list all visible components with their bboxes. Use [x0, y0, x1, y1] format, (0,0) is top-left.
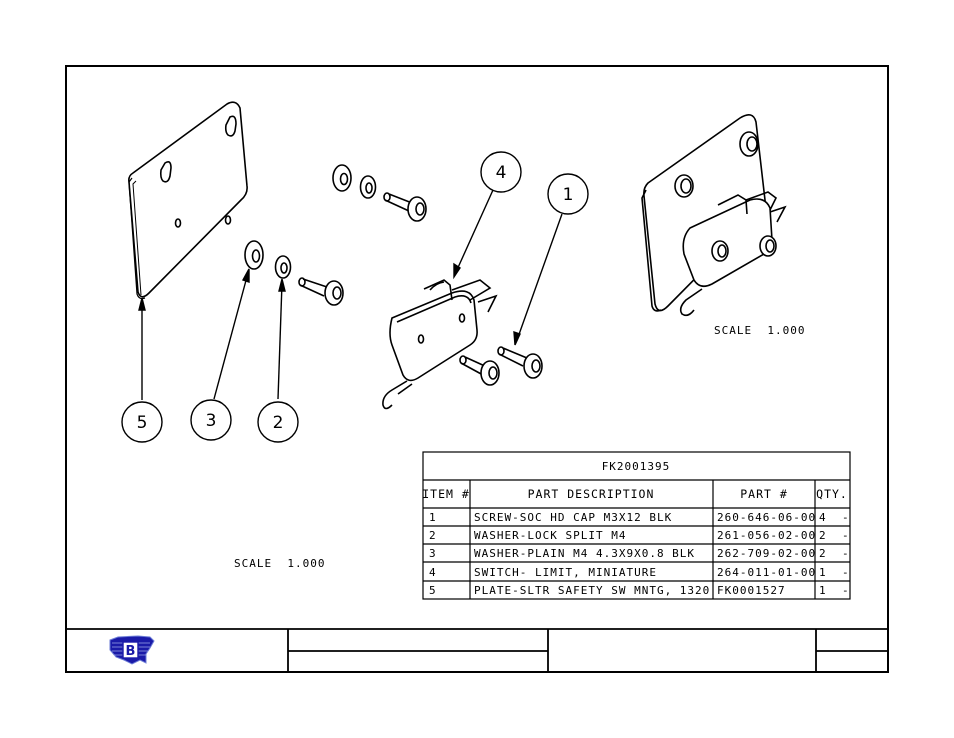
svg-text:2: 2 [273, 413, 284, 433]
bom-cell-qty: 1 [819, 584, 827, 597]
bom-cell-description: PLATE-SLTR SAFETY SW MNTG, 1320 [474, 584, 710, 597]
bom-cell-description: SWITCH- LIMIT, MINIATURE [474, 566, 657, 579]
bom-cell-description: WASHER-PLAIN M4 4.3X9X0.8 BLK [474, 547, 695, 560]
bom-cell-description: SCREW-SOC HD CAP M3X12 BLK [474, 511, 672, 524]
bom-cell-qty: 1 [819, 566, 827, 579]
bom-cell-part: FK0001527 [717, 584, 786, 597]
bom-cell-qty: 4 [819, 511, 827, 524]
balloon-5: 5 [121, 401, 163, 443]
svg-text:1: 1 [563, 185, 574, 205]
logo-letter: B [126, 644, 136, 659]
bom-cell-item: 4 [429, 566, 437, 579]
company-logo-icon: B [109, 635, 155, 665]
bom-cell-item: 2 [429, 529, 437, 542]
svg-text:4: 4 [496, 163, 507, 183]
bom-rows: 1 SCREW-SOC HD CAP M3X12 BLK 260-646-06-… [429, 511, 850, 597]
bom-cell-part: 261-056-02-00 [717, 529, 816, 542]
bom-cell-part: 262-709-02-00 [717, 547, 816, 560]
cap-screw-part-switch-b [497, 346, 543, 379]
scale-label-left: SCALE 1.000 [234, 557, 325, 570]
table-row: 3 WASHER-PLAIN M4 4.3X9X0.8 BLK 262-709-… [429, 547, 850, 560]
cap-screw-part-upper [383, 192, 427, 222]
bom-cell-item: 3 [429, 547, 437, 560]
bom-cell-mark: - [842, 566, 850, 579]
mounting-plate-part [128, 101, 248, 300]
lock-washer-part [274, 255, 292, 279]
assembled-view [641, 114, 787, 317]
bom-table [422, 451, 851, 600]
svg-text:5: 5 [137, 413, 148, 433]
bom-cell-qty: 2 [819, 529, 827, 542]
plain-washer-part [244, 240, 264, 270]
leader-lines [138, 189, 563, 400]
bom-cell-mark: - [842, 584, 850, 597]
bom-cell-qty: 2 [819, 547, 827, 560]
bom-header-part: PART # [740, 487, 788, 501]
title-block [66, 628, 888, 672]
lock-washer-part-upper [359, 175, 377, 199]
scale-label-right: SCALE 1.000 [714, 324, 805, 337]
sheet-border [65, 65, 889, 673]
table-row: 4 SWITCH- LIMIT, MINIATURE 264-011-01-00… [429, 566, 850, 579]
bom-cell-mark: - [842, 547, 850, 560]
limit-switch-part [382, 279, 498, 410]
bom-cell-item: 1 [429, 511, 437, 524]
bom-header-item: ITEM # [422, 487, 470, 501]
table-row: 1 SCREW-SOC HD CAP M3X12 BLK 260-646-06-… [429, 511, 850, 524]
bom-cell-item: 5 [429, 584, 437, 597]
balloon-4: 4 [480, 151, 522, 193]
bom-cell-description: WASHER-LOCK SPLIT M4 [474, 529, 626, 542]
bom-cell-mark: - [842, 529, 850, 542]
bom-cell-part: 260-646-06-00 [717, 511, 816, 524]
svg-text:3: 3 [206, 411, 217, 431]
cap-screw-part-switch-a [459, 355, 500, 386]
balloon-2: 2 [257, 401, 299, 443]
bom-cell-mark: - [842, 511, 850, 524]
bom-cell-part: 264-011-01-00 [717, 566, 816, 579]
bom-title: FK2001395 [602, 460, 671, 473]
balloon-3: 3 [190, 399, 232, 441]
cap-screw-part [298, 277, 344, 306]
bom-header-qty: QTY. [816, 487, 848, 501]
plain-washer-part-upper [332, 164, 352, 192]
balloon-1: 1 [547, 173, 589, 215]
table-row: 2 WASHER-LOCK SPLIT M4 261-056-02-00 2 - [429, 529, 850, 542]
table-row: 5 PLATE-SLTR SAFETY SW MNTG, 1320 FK0001… [429, 584, 850, 597]
bom-header-description: PART DESCRIPTION [528, 487, 655, 501]
